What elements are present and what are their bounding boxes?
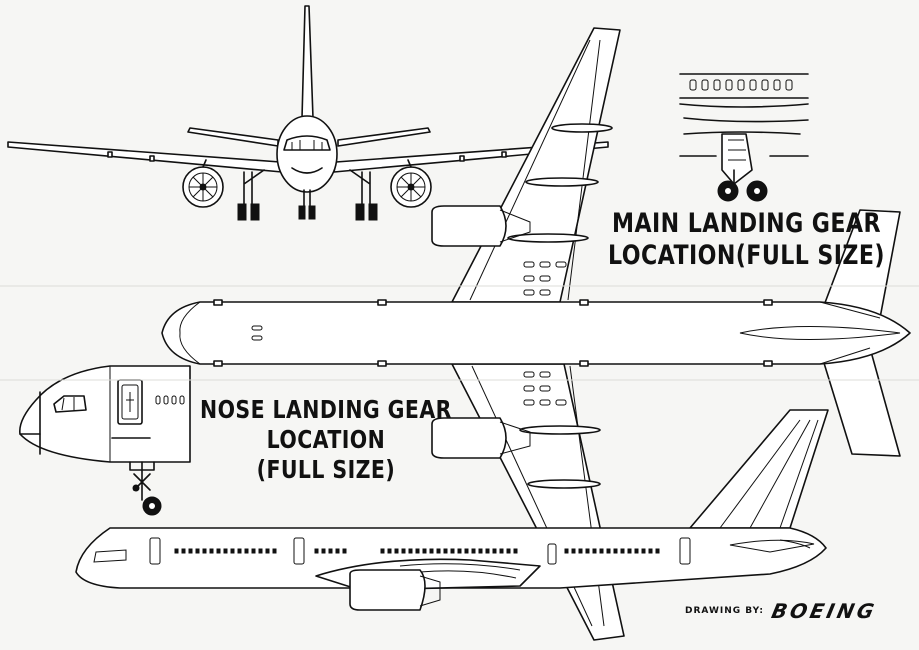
nose-gear-label-line3: (FULL SIZE) — [256, 455, 396, 484]
drawing-credit: DRAWING BY: BOEING — [685, 599, 880, 623]
nose-gear-label: NOSE LANDING GEAR LOCATION (FULL SIZE) — [200, 395, 452, 485]
boeing-logo-icon: BOEING — [769, 599, 880, 623]
main-gear-detail — [679, 73, 809, 202]
main-gear-label-line1: MAIN LANDING GEAR — [612, 208, 881, 239]
credit-prefix: DRAWING BY: — [685, 606, 764, 616]
guide-lines — [0, 285, 919, 381]
nose-gear-detail — [19, 365, 191, 516]
main-gear-label-line2: LOCATION(FULL SIZE) — [608, 240, 885, 272]
nose-gear-label-line2: LOCATION — [266, 425, 386, 454]
nose-gear-label-line1: NOSE LANDING GEAR — [200, 395, 452, 424]
side-view-airplane — [75, 409, 829, 611]
main-gear-label: MAIN LANDING GEAR LOCATION(FULL SIZE) — [608, 208, 885, 273]
